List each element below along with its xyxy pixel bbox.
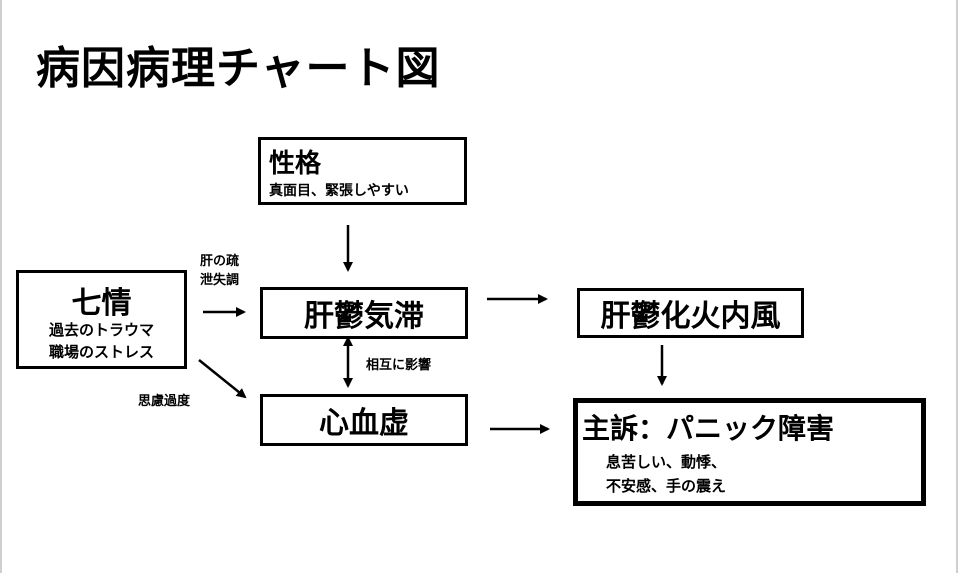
heart-blood-deficiency-label: 心血虚 — [319, 406, 409, 441]
personality-heading: 性格 — [269, 149, 322, 179]
seven-emotions-line2: 職場のストレス — [48, 343, 154, 361]
liver-fire-wind-box: 肝鬱化火内風 — [577, 288, 804, 338]
seven-emotions-line1: 過去のトラウマ — [48, 321, 154, 339]
right-border — [956, 0, 958, 573]
personality-detail: 真面目、緊張しやすい — [269, 183, 409, 199]
arrow-emotions-to-heart-blood — [198, 359, 247, 399]
liver-qi-stagnation-box: 肝鬱気滞 — [260, 287, 468, 339]
mutual-influence-label: 相互に影響 — [366, 358, 432, 373]
chief-complaint-box: 主訴：パニック障害 息苦しい、動悸、 不安感、手の震え — [573, 398, 926, 506]
left-border — [0, 0, 2, 573]
overthinking-label: 思慮過度 — [138, 394, 191, 409]
chief-complaint-line1: 息苦しい、動悸、 — [606, 453, 727, 471]
heart-blood-deficiency-box: 心血虚 — [260, 394, 468, 446]
liver-fire-wind-label: 肝鬱化火内風 — [600, 299, 781, 334]
chief-complaint-heading: 主訴：パニック障害 — [582, 412, 835, 445]
liver-dysfunction-label-line2: 泄失調 — [200, 273, 240, 288]
seven-emotions-box: 七情 過去のトラウマ 職場のストレス — [16, 270, 187, 369]
seven-emotions-heading: 七情 — [71, 286, 132, 321]
personality-box: 性格 真面目、緊張しやすい — [258, 137, 467, 205]
liver-dysfunction-label-line1: 肝の疏 — [200, 254, 240, 269]
liver-qi-stagnation-label: 肝鬱気滞 — [304, 299, 424, 334]
chief-complaint-line2: 不安感、手の震え — [606, 477, 727, 495]
page-title: 病因病理チャート図 — [36, 43, 441, 94]
